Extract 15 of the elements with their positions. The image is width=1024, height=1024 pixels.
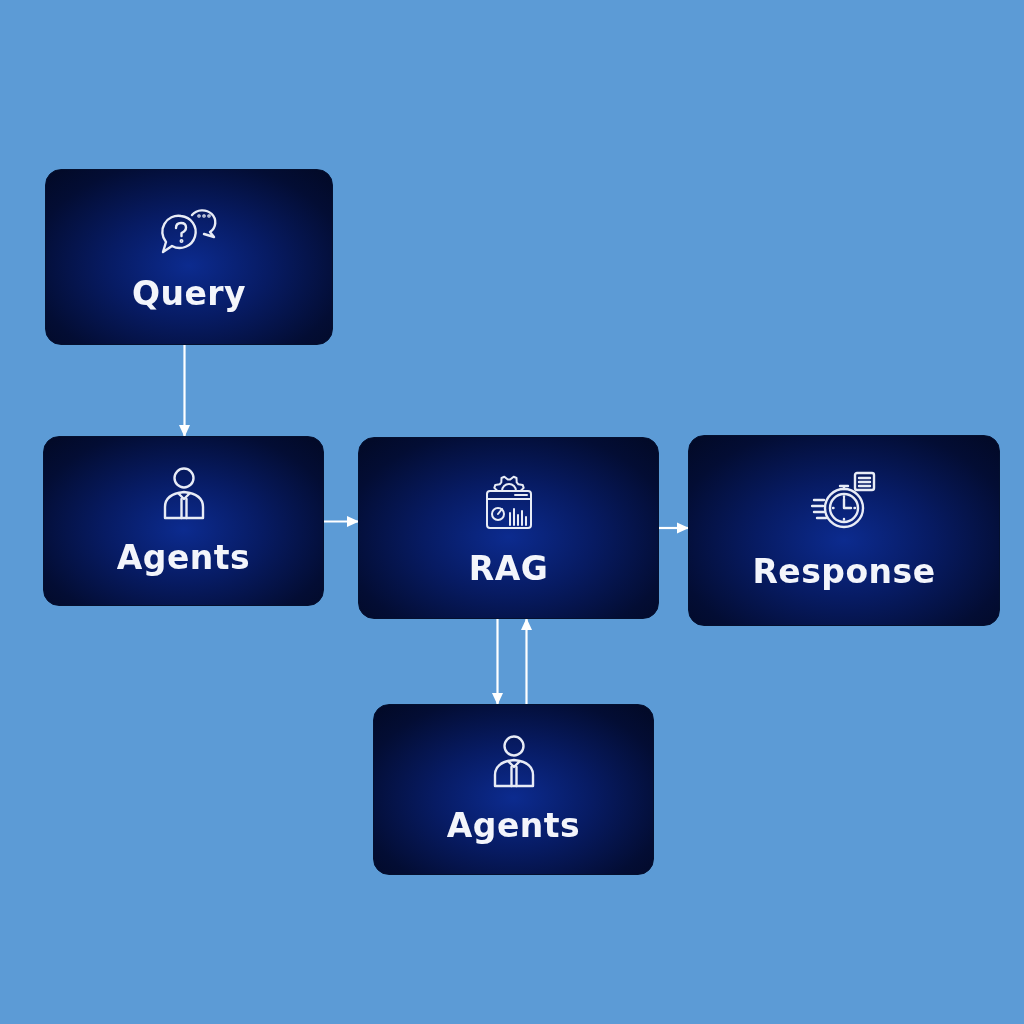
arrow — [492, 619, 503, 705]
process-box — [43, 436, 324, 606]
node-label: Query — [131, 275, 247, 313]
node-label: Agents — [116, 539, 251, 577]
process-box — [688, 435, 1000, 626]
arrow — [659, 522, 689, 534]
node-label: Agents — [446, 808, 581, 845]
process-box — [45, 169, 333, 345]
process-box — [358, 437, 659, 619]
node-label: RAG — [468, 550, 549, 588]
arrow — [324, 516, 359, 527]
arrow — [521, 618, 532, 704]
arrow — [179, 345, 190, 437]
process-box — [373, 704, 654, 875]
node-label: Response — [752, 554, 936, 591]
